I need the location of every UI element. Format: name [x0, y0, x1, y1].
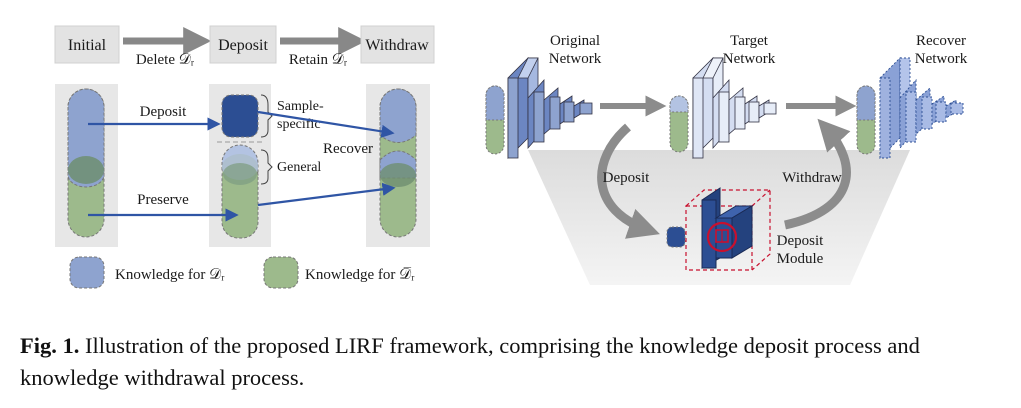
- general-to-withdraw-arrow: [257, 182, 396, 207]
- target-network: [669, 57, 777, 159]
- preserve-flow-label: Preserve: [137, 192, 189, 208]
- sample-specific-block: [221, 94, 259, 138]
- stage-initial-label: Initial: [68, 37, 107, 54]
- deposit-module-label-1: Deposit: [777, 233, 824, 249]
- caption-label: Fig. 1.: [20, 333, 80, 358]
- withdraw-column: [366, 84, 430, 247]
- legend-green-swatch: [263, 256, 299, 289]
- recover-network-label-1: Recover: [916, 33, 966, 49]
- legend-dr-bar-label: Knowledge for 𝒟̅ᵣ: [305, 267, 415, 283]
- deposit-module-label-2: Module: [777, 251, 824, 267]
- deposit-module-small-block: [666, 226, 686, 248]
- withdraw-curved-arrow: [784, 118, 851, 230]
- recover-network-label-2: Network: [915, 51, 968, 67]
- initial-column: [55, 84, 118, 247]
- target-network-label-1: Target: [730, 33, 769, 49]
- original-network-label-1: Original: [550, 33, 600, 49]
- recover-network: [856, 56, 964, 160]
- stage-row: Initial Delete 𝒟ᵣ Deposit Retain 𝒟ᵣ With…: [54, 25, 435, 68]
- lock-icon: [706, 221, 738, 253]
- recover-flow-arrow: [257, 110, 395, 138]
- recover-flow-label: Recover: [323, 141, 373, 157]
- deposit-curved-arrow: [597, 123, 660, 239]
- deposit-column: Sample- specific General: [209, 84, 324, 247]
- lirf-framework-figure: Initial Delete 𝒟ᵣ Deposit Retain 𝒟ᵣ With…: [54, 25, 968, 289]
- withdraw-blue-top: [379, 88, 417, 143]
- sample-specific-label-1: Sample-: [277, 99, 324, 114]
- caption-text: Illustration of the proposed LIRF framew…: [20, 333, 920, 390]
- deposit-curved-label: Deposit: [603, 170, 650, 186]
- general-label: General: [277, 160, 321, 175]
- stage-deposit-label: Deposit: [218, 37, 268, 54]
- original-network: [485, 57, 593, 159]
- stage-withdraw-label: Withdraw: [365, 37, 429, 54]
- stage-deposit: Deposit: [209, 25, 277, 64]
- delete-dr-label: Delete 𝒟ᵣ: [136, 52, 195, 68]
- deposit-flow-label: Deposit: [140, 104, 187, 120]
- withdraw-curved-label: Withdraw: [782, 170, 842, 186]
- deposit-module: Deposit Module: [666, 187, 824, 271]
- stage-initial: Initial: [54, 25, 120, 64]
- legend: Knowledge for 𝒟ᵣ Knowledge for 𝒟̅ᵣ: [69, 256, 415, 289]
- legend-blue-swatch: [69, 256, 105, 289]
- original-network-label-2: Network: [549, 51, 602, 67]
- legend-dr-label: Knowledge for 𝒟ᵣ: [115, 267, 225, 283]
- retain-dr-label: Retain 𝒟ᵣ: [289, 52, 348, 68]
- stage-withdraw: Withdraw: [360, 25, 435, 64]
- figure-caption: Fig. 1. Illustration of the proposed LIR…: [20, 330, 1010, 394]
- target-network-label-2: Network: [723, 51, 776, 67]
